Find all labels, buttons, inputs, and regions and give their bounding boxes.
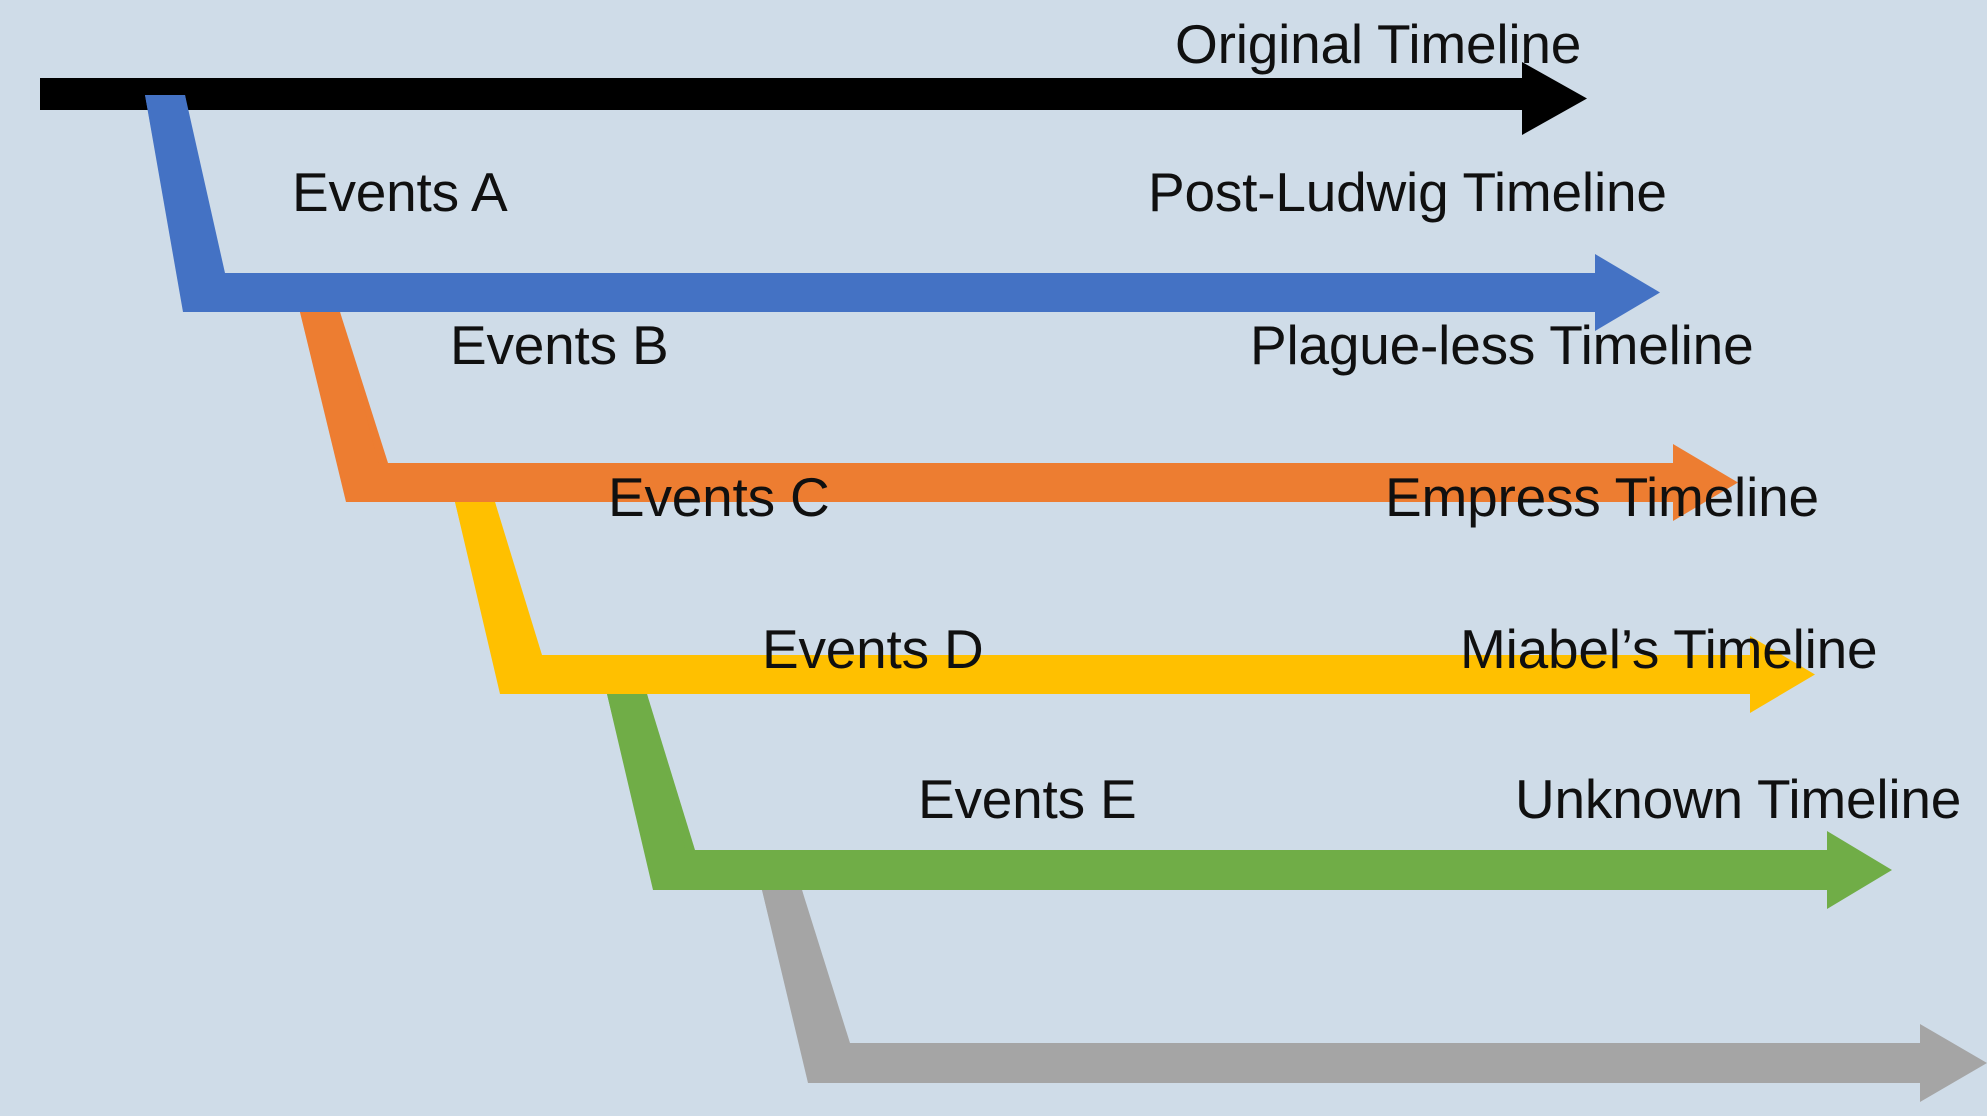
post-ludwig-timeline-arrowhead — [1595, 254, 1660, 331]
branch-label-post-ludwig-timeline: Events A — [292, 161, 508, 223]
timeline-label-plague-less-timeline: Plague-less Timeline — [1250, 314, 1754, 376]
timeline-label-original-timeline: Original Timeline — [1175, 13, 1582, 75]
timeline-label-unknown-timeline: Unknown Timeline — [1515, 768, 1962, 830]
plague-less-timeline-arrowhead — [1673, 444, 1738, 521]
original-timeline-arrowhead — [1522, 62, 1587, 135]
empress-timeline-arrowhead — [1750, 636, 1815, 713]
miabels-timeline-arrowhead — [1827, 831, 1892, 909]
empress-timeline-elbow-leg — [455, 502, 542, 694]
post-ludwig-timeline-elbow-leg — [145, 95, 225, 312]
post-ludwig-timeline-shaft — [185, 273, 1595, 312]
unknown-timeline-elbow-leg — [762, 890, 850, 1083]
miabels-timeline-elbow-leg — [607, 694, 695, 890]
timeline-label-empress-timeline: Empress Timeline — [1385, 466, 1819, 528]
empress-timeline-shaft — [502, 655, 1750, 694]
plague-less-timeline-shaft — [348, 463, 1673, 502]
miabels-timeline-shaft — [655, 850, 1827, 890]
branch-label-empress-timeline: Events C — [608, 466, 830, 528]
branch-label-plague-less-timeline: Events B — [450, 314, 669, 376]
branch-label-miabels-timeline: Events D — [762, 618, 984, 680]
unknown-timeline-shaft — [810, 1043, 1920, 1083]
branch-label-unknown-timeline: Events E — [918, 768, 1137, 830]
timeline-label-post-ludwig-timeline: Post-Ludwig Timeline — [1148, 161, 1667, 223]
plague-less-timeline-elbow-leg — [300, 312, 388, 502]
unknown-timeline-arrowhead — [1920, 1024, 1987, 1102]
timeline-label-miabels-timeline: Miabel’s Timeline — [1460, 618, 1878, 680]
original-timeline-shaft — [40, 78, 1522, 110]
